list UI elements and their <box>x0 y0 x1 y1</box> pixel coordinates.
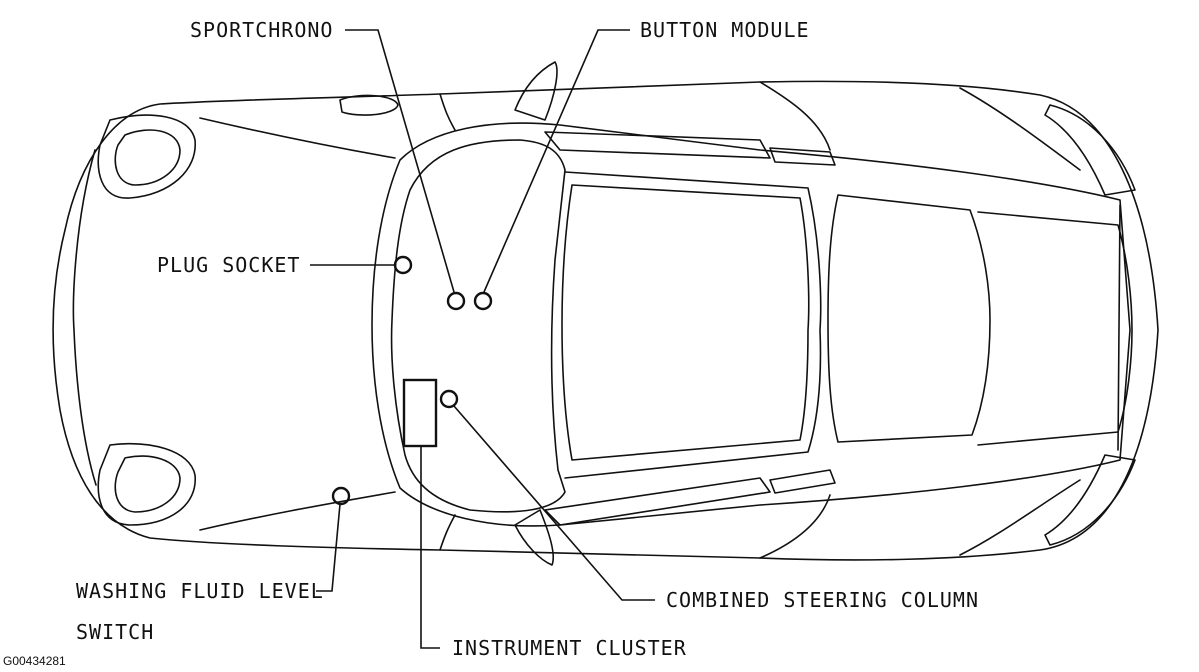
label-washing-fluid-line2: SWITCH <box>76 620 154 644</box>
car-outline <box>52 61 1159 566</box>
leader-washing-fluid <box>316 503 341 592</box>
label-button-module: BUTTON MODULE <box>640 18 810 42</box>
label-combined-steering: COMBINED STEERING COLUMN <box>666 588 979 612</box>
leader-button-module <box>483 29 630 293</box>
labels: SPORTCHRONO BUTTON MODULE PLUG SOCKET WA… <box>3 18 979 668</box>
marker-combined-steering <box>439 389 459 409</box>
marker-washing-fluid <box>331 486 351 506</box>
label-instrument-cluster: INSTRUMENT CLUSTER <box>452 636 687 660</box>
label-sportchrono: SPORTCHRONO <box>190 18 333 42</box>
marker-instrument-cluster <box>402 378 438 448</box>
marker-sportchrono <box>446 291 466 311</box>
component-markers <box>331 255 493 506</box>
figure-id: G00434281 <box>3 654 66 668</box>
leader-combined-steering <box>453 405 655 601</box>
label-washing-fluid-line1: WASHING FLUID LEVEL <box>76 579 324 603</box>
leader-sportchrono <box>345 29 455 293</box>
label-plug-socket: PLUG SOCKET <box>157 253 300 277</box>
leader-lines <box>310 29 655 649</box>
leader-instrument-cluster <box>420 446 440 649</box>
marker-button-module <box>473 291 493 311</box>
marker-plug-socket <box>393 255 413 275</box>
